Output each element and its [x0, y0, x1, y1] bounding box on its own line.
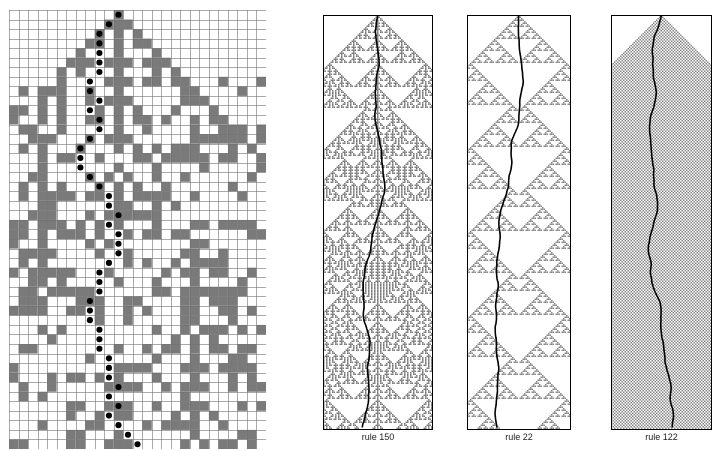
rule-22-panel: rule 22 — [467, 15, 571, 430]
rule-122-panel: rule 122 — [611, 15, 712, 430]
rule-122-caption: rule 122 — [611, 432, 712, 442]
rule-122-frame — [611, 15, 712, 430]
cellular-automaton-grid-panel — [9, 10, 266, 449]
rule-150-caption: rule 150 — [323, 432, 433, 442]
automaton-grid-canvas — [9, 10, 266, 449]
rule-22-caption: rule 22 — [467, 432, 571, 442]
rule-150-frame — [323, 15, 433, 430]
rule-22-frame — [467, 15, 571, 430]
rule-150-panel: rule 150 — [323, 15, 433, 430]
